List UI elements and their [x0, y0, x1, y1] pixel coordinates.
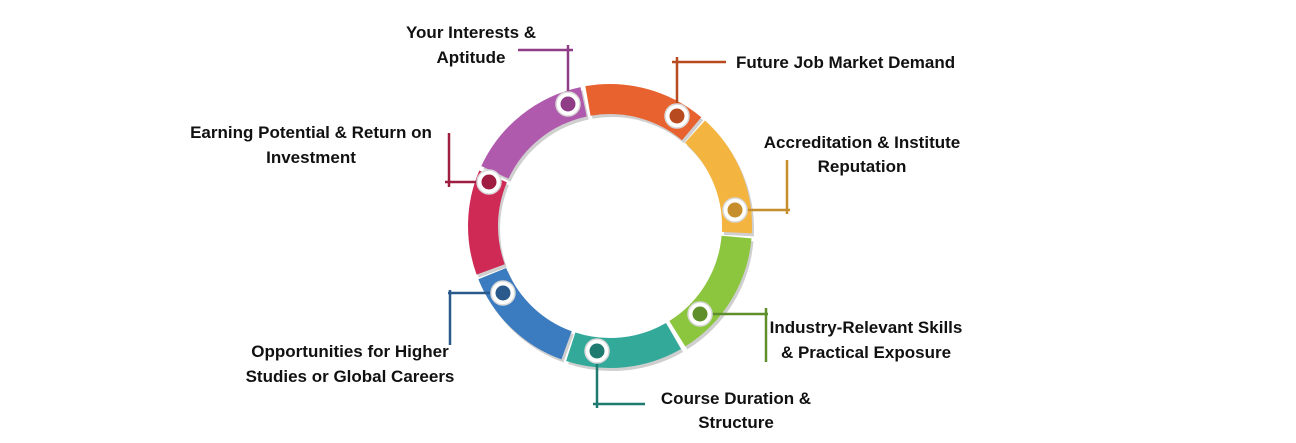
label-course-duration: Course Duration &Structure — [661, 389, 811, 432]
segment-course-duration — [566, 322, 681, 368]
dot-job-market — [669, 108, 685, 124]
dot-interests — [560, 96, 576, 112]
dot-course-duration — [589, 343, 605, 359]
segment-industry-skills — [668, 235, 752, 347]
dot-accreditation — [727, 202, 743, 218]
label-job-market: Future Job Market Demand — [736, 53, 955, 72]
dot-earning-potential — [481, 174, 497, 190]
dot-higher-studies — [495, 285, 511, 301]
label-industry-skills: Industry-Relevant Skills& Practical Expo… — [770, 318, 963, 362]
dot-industry-skills — [692, 306, 708, 322]
label-interests: Your Interests &Aptitude — [406, 23, 536, 67]
